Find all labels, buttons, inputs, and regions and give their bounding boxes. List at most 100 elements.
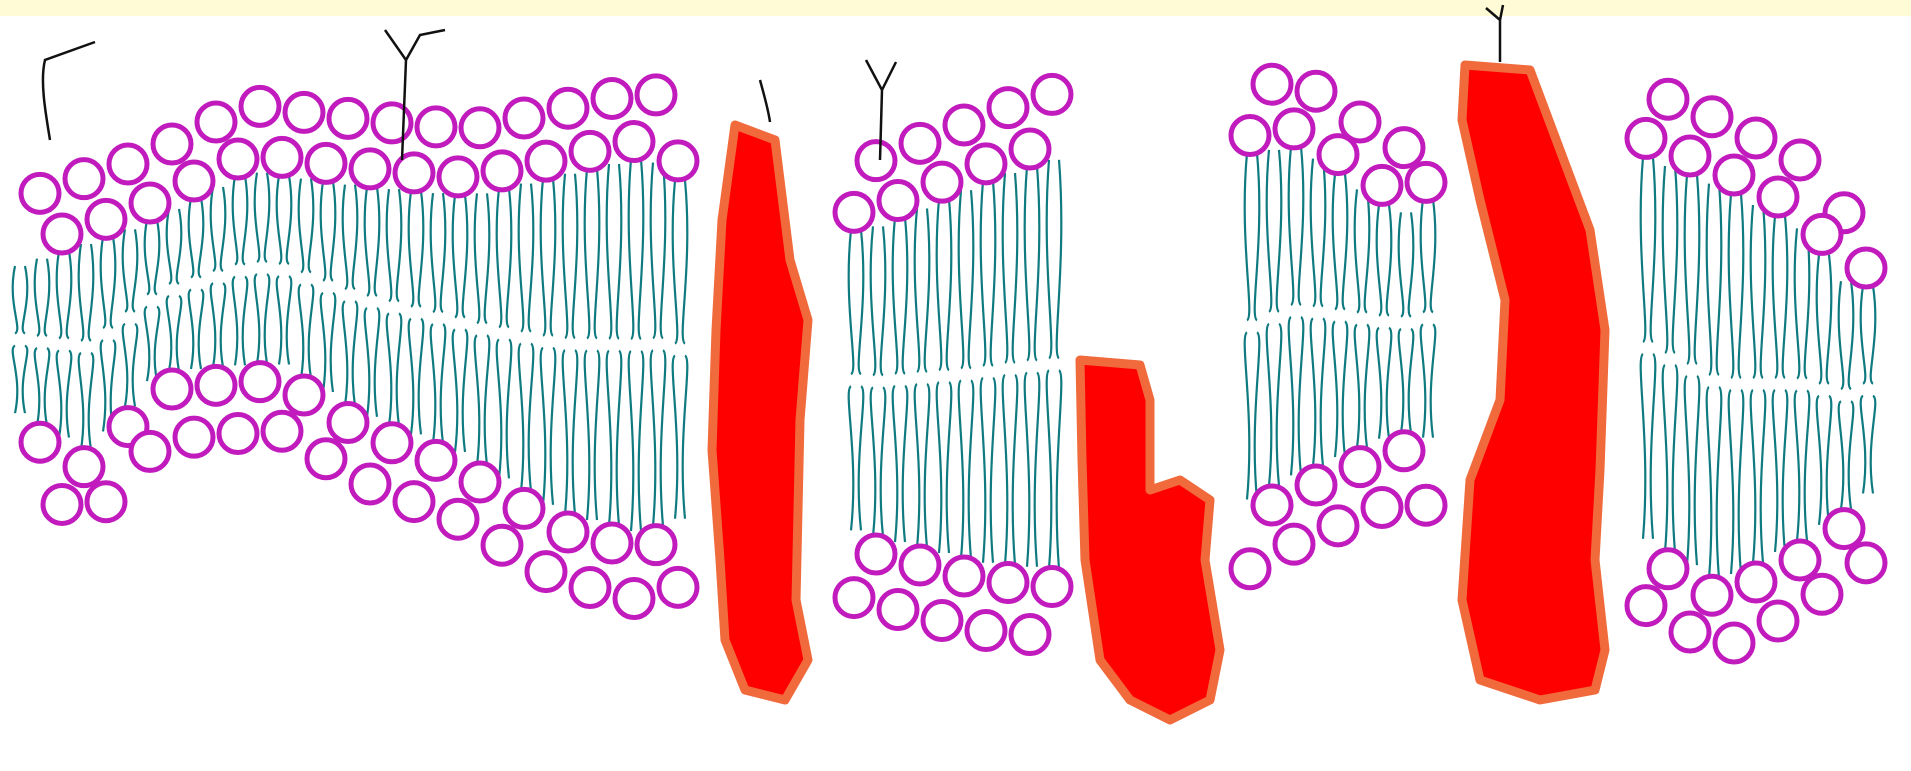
lipid-tail (265, 173, 270, 262)
phospholipid-head-icon (1275, 110, 1313, 148)
phospholipid-head-icon (241, 363, 279, 401)
phospholipid-head-icon (1803, 575, 1841, 613)
lipid-tail (673, 356, 678, 519)
lipid-tail (937, 382, 942, 553)
lipid-tail (485, 335, 490, 465)
phospholipid-head-icon (21, 423, 59, 461)
lipid-tail (123, 229, 128, 311)
phospholipid-head-icon (637, 526, 675, 564)
lipid-tail (629, 351, 634, 531)
lipid-tail (1861, 396, 1866, 494)
lipid-tail (551, 179, 556, 336)
lipid-tail (45, 348, 50, 425)
lipid-tail (1673, 365, 1678, 552)
phospholipid-head-icon (945, 106, 983, 144)
lipid-tail (155, 307, 160, 382)
lipid-tail (79, 353, 84, 450)
lipid-tail (475, 193, 480, 323)
phospholipid-head-icon (1319, 507, 1357, 545)
phospholipid-head-icon (65, 448, 103, 486)
lipid-tail (453, 330, 458, 452)
phospholipid-head-icon (439, 158, 477, 196)
lipid-tail (463, 330, 468, 452)
lipid-tail (881, 387, 886, 536)
phospholipid-head-icon (1033, 75, 1071, 113)
lipid-tail (969, 380, 974, 558)
phospholipid-head-icon (1847, 249, 1885, 287)
lipid-tail (1431, 199, 1436, 312)
phospholipid-head-icon (153, 370, 191, 408)
lipid-tail (859, 230, 864, 374)
lipid-tail (683, 356, 688, 519)
phospholipid-head-icon (307, 144, 345, 182)
lipid-tail (1641, 157, 1646, 342)
lipid-tail (915, 209, 920, 373)
phospholipid-head-icon (1407, 486, 1445, 524)
lipid-tail (1025, 373, 1030, 567)
phospholipid-head-icon (901, 546, 939, 584)
lipid-tail (387, 313, 392, 425)
lipid-tail (1321, 159, 1326, 307)
lipid-tail (123, 324, 128, 406)
lipid-tail (563, 350, 568, 514)
phospholipid-head-icon (373, 104, 411, 142)
proteins-layer (712, 65, 1605, 720)
lipid-tail (133, 324, 138, 406)
lipid-tail (23, 346, 28, 414)
lipid-tail (145, 307, 150, 382)
phospholipid-head-icon (87, 483, 125, 521)
lipid-tail (233, 176, 238, 265)
lipid-tail (881, 226, 886, 375)
lipid-tail (353, 185, 358, 290)
lipid-tail (1321, 318, 1326, 466)
phospholipid-head-icon (1627, 587, 1665, 625)
lipid-tail (287, 176, 292, 264)
phospholipid-head-icon (21, 174, 59, 212)
lipid-tail (1751, 390, 1756, 563)
lipid-tail (1057, 160, 1062, 358)
lipid-tail (1399, 329, 1404, 433)
phospholipid-head-icon (1407, 163, 1445, 201)
lipid-tail (387, 189, 392, 301)
lipid-tail (563, 174, 568, 338)
lipid-tail (585, 350, 590, 520)
lipid-tail (925, 209, 930, 373)
lipid-tail (375, 308, 380, 417)
lipid-tail (661, 350, 666, 526)
lipid-tail (265, 274, 270, 363)
lipid-tail (1409, 212, 1414, 316)
phospholipid-head-icon (1231, 117, 1269, 155)
lipid-tail (199, 290, 204, 370)
lipid-tail (177, 209, 182, 284)
lipid-tail (903, 386, 908, 542)
lipid-tail (1817, 396, 1822, 525)
phospholipid-head-icon (879, 182, 917, 220)
lipid-tail (199, 198, 204, 278)
lipid-tail (321, 182, 326, 281)
phospholipid-head-icon (1737, 563, 1775, 601)
phospholipid-head-icon (1671, 613, 1709, 651)
lipid-tail (177, 296, 182, 371)
lipid-tail (541, 179, 546, 336)
lipid-tail (1355, 189, 1360, 312)
lipid-tail (485, 193, 490, 323)
lipid-tail (1717, 184, 1722, 375)
lipid-tail (519, 184, 524, 332)
lipid-tail (585, 169, 590, 339)
phospholipid-head-icon (967, 145, 1005, 183)
lipid-tail (1003, 375, 1008, 565)
lipid-tail (1773, 390, 1778, 552)
phospholipid-head-icon (439, 500, 477, 538)
phospholipid-head-icon (153, 125, 191, 163)
lipid-tail (981, 181, 986, 366)
lipid-tail (607, 164, 612, 339)
phospholipid-head-icon (1825, 510, 1863, 548)
lipid-tail (673, 181, 678, 344)
phospholipid-head-icon (43, 215, 81, 253)
phospholipid-head-icon (615, 580, 653, 618)
lipid-tail (1377, 205, 1382, 316)
lipid-tail (497, 188, 502, 327)
lipid-tail (331, 293, 336, 392)
lipid-tail (35, 348, 40, 425)
